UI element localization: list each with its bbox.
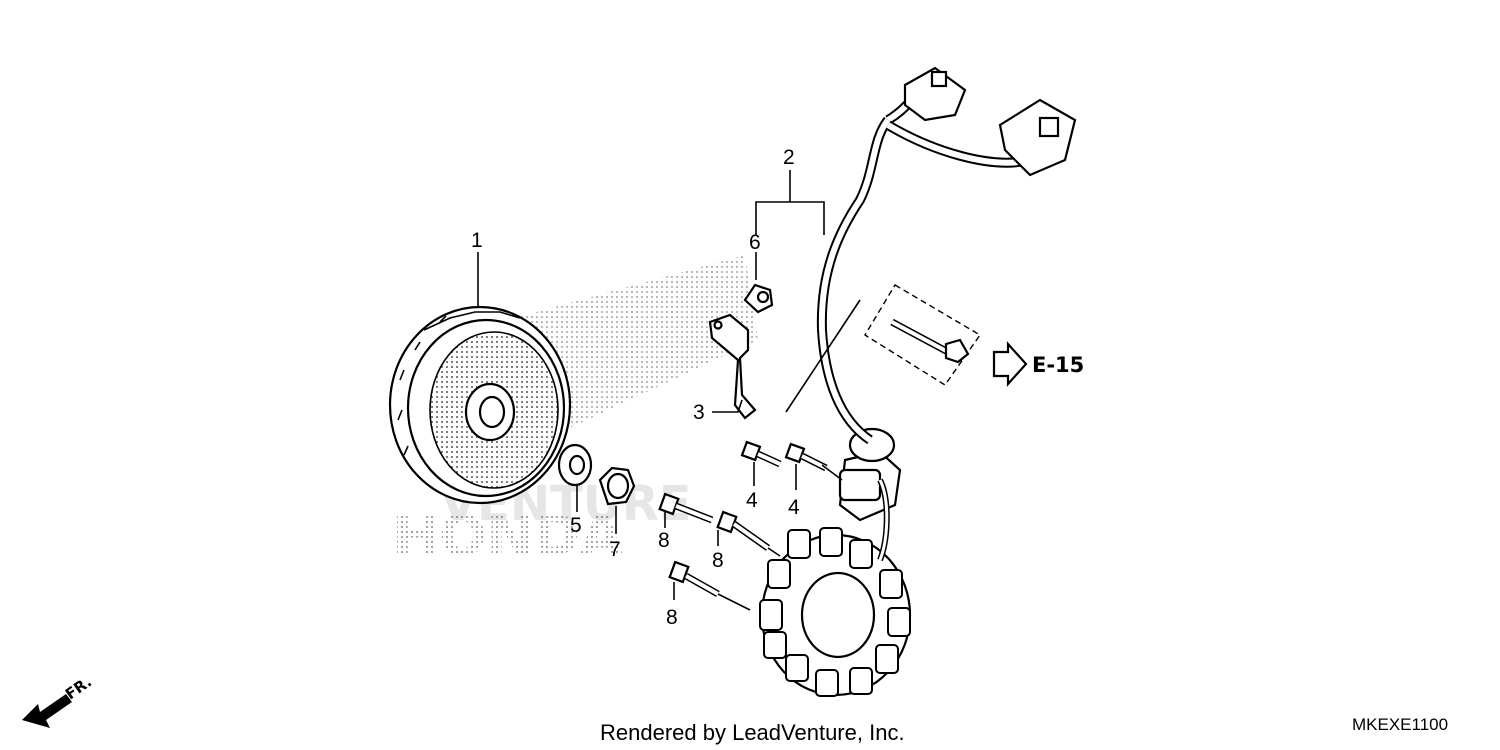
pulser-generator xyxy=(838,427,902,522)
callout-6[interactable]: 6 xyxy=(749,231,761,254)
bolt-4-a xyxy=(740,440,782,468)
flange-nut xyxy=(598,466,636,506)
reference-label[interactable]: E-15 xyxy=(1032,353,1084,377)
washer xyxy=(557,443,593,487)
bolt-8-a xyxy=(658,492,714,524)
grommet xyxy=(743,283,774,314)
callout-8a[interactable]: 8 xyxy=(658,529,670,552)
connector-a xyxy=(903,66,967,122)
leader-lines xyxy=(477,170,861,611)
reference-arrow xyxy=(992,341,1028,387)
callout-4b[interactable]: 4 xyxy=(788,496,800,519)
flywheel xyxy=(388,305,572,505)
callout-2[interactable]: 2 xyxy=(783,146,795,169)
callout-7[interactable]: 7 xyxy=(609,538,621,561)
reference-box xyxy=(864,284,982,386)
callout-5[interactable]: 5 xyxy=(570,514,582,537)
callout-8b[interactable]: 8 xyxy=(712,549,724,572)
front-arrow-icon xyxy=(22,694,72,728)
bolt-4-b xyxy=(784,442,828,472)
connector-b xyxy=(998,98,1077,177)
watermark: VENTURE HONDA xyxy=(392,476,692,569)
bolt-8-c xyxy=(668,560,720,598)
callout-8c[interactable]: 8 xyxy=(666,606,678,629)
callout-1[interactable]: 1 xyxy=(471,229,483,252)
stator xyxy=(759,527,912,697)
diagram-code: MKEXE1100 xyxy=(1352,715,1448,734)
bolt-8-b xyxy=(716,510,771,551)
callout-4a[interactable]: 4 xyxy=(746,489,758,512)
setting-plate xyxy=(708,313,757,420)
watermark-honda: HONDA xyxy=(392,504,624,569)
callout-3[interactable]: 3 xyxy=(693,401,705,424)
render-credit: Rendered by LeadVenture, Inc. xyxy=(600,720,905,745)
